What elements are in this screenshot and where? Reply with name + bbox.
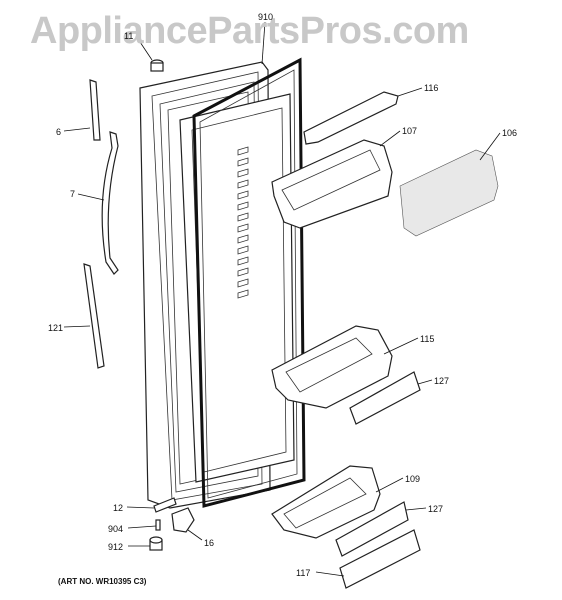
callout-107: 107	[402, 126, 418, 136]
callout-6: 6	[56, 127, 62, 137]
callout-106: 106	[502, 128, 518, 138]
trim-strip-121	[83, 263, 105, 369]
bushing-912	[149, 536, 163, 551]
liner-rib	[237, 201, 249, 211]
leader-line	[135, 35, 153, 61]
callout-912: 912	[108, 542, 124, 552]
liner-rib	[237, 157, 249, 167]
callout-16: 16	[204, 538, 215, 548]
callout-109: 109	[405, 474, 421, 484]
leader-line	[315, 571, 345, 577]
art-number: (ART NO. WR10395 C3)	[58, 577, 147, 586]
leader-line	[375, 477, 404, 493]
callout-127-upper: 127	[434, 376, 450, 386]
leader-line	[379, 130, 401, 147]
liner-rib	[237, 212, 249, 222]
hinge-bracket-12	[153, 497, 177, 513]
liner-rib	[237, 179, 249, 189]
bin-109	[271, 465, 381, 539]
liner-rib	[237, 278, 249, 288]
rail-116	[303, 91, 399, 145]
leader-line	[127, 525, 157, 529]
trim-strip-6	[89, 79, 101, 141]
bin-115	[271, 325, 393, 409]
leader-line	[383, 337, 419, 355]
handle-7	[101, 131, 119, 275]
leader-line	[187, 529, 203, 541]
leader-line	[405, 507, 427, 511]
callout-116: 116	[424, 83, 439, 93]
door-liner	[179, 93, 295, 483]
callout-12: 12	[113, 503, 124, 513]
liner-rib	[237, 245, 249, 255]
bin-front-127-upper	[349, 371, 421, 425]
callout-121: 121	[48, 323, 64, 333]
liner-rib	[237, 146, 249, 156]
top-hinge-pin	[150, 59, 164, 72]
liner-rib	[237, 289, 249, 299]
callout-11: 11	[124, 31, 134, 41]
callout-115: 115	[420, 334, 435, 344]
liner-rib	[237, 168, 249, 178]
liner-rib	[237, 267, 249, 277]
callout-117: 117	[296, 568, 311, 578]
callout-910: 910	[258, 12, 274, 22]
callout-7: 7	[70, 189, 76, 199]
screw-904	[155, 519, 161, 531]
leader-line	[397, 87, 423, 97]
liner-rib	[237, 190, 249, 200]
leader-line	[417, 379, 433, 385]
leader-line	[77, 193, 105, 201]
watermark: AppliancePartsPros.com	[30, 10, 469, 52]
liner-rib	[237, 234, 249, 244]
liner-rib	[237, 256, 249, 266]
callout-127-lower: 127	[428, 504, 444, 514]
door-gasket	[192, 57, 306, 508]
leader-line	[63, 127, 91, 132]
cover-106	[399, 149, 499, 237]
liner-rib	[237, 223, 249, 233]
leader-line	[63, 325, 91, 328]
leader-line	[126, 506, 155, 509]
bin-front-117	[339, 529, 421, 589]
cam-16	[171, 507, 195, 533]
bin-front-127-lower	[335, 501, 409, 557]
leader-line	[479, 132, 501, 161]
callout-904: 904	[108, 524, 124, 534]
leader-line	[261, 21, 266, 65]
